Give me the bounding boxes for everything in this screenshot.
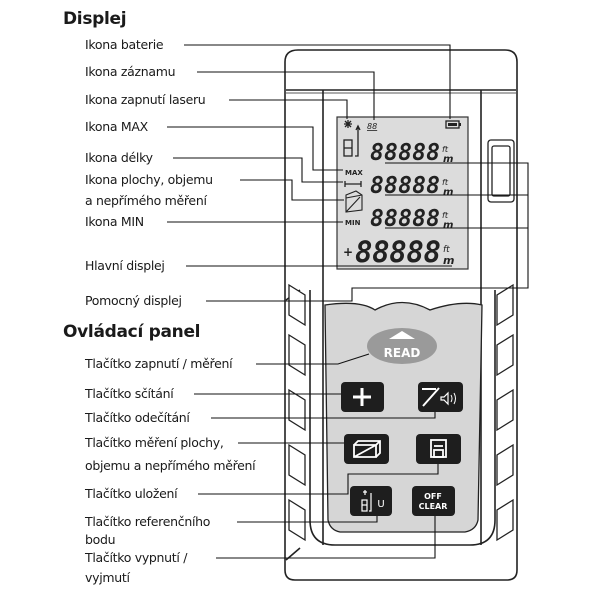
record-icon: 88 [367, 122, 377, 131]
reference-point-button[interactable]: U [350, 486, 392, 516]
max-icon: MAX [345, 169, 363, 177]
label-area-icon-line1: Ikona plochy, objemu [85, 172, 213, 187]
label-reference-button-line2: bodu [85, 532, 116, 547]
label-laser-icon: Ikona zapnutí laseru [85, 92, 206, 107]
svg-text:m: m [443, 154, 453, 165]
svg-text:ft: ft [443, 245, 450, 255]
add-button[interactable] [341, 382, 384, 412]
control-panel [324, 301, 483, 533]
svg-text:m: m [443, 220, 453, 231]
leader-lines [167, 44, 529, 559]
save-button[interactable] [416, 434, 461, 464]
label-length-icon: Ikona délky [85, 150, 153, 165]
reference-icon [361, 490, 372, 512]
display-heading: Displej [63, 9, 127, 29]
side-grips [288, 139, 515, 542]
floppy-disk-icon [430, 439, 447, 458]
label-area-button-line2: objemu a nepřímého měření [85, 458, 256, 473]
min-icon: MIN [345, 219, 361, 227]
area-volume-button[interactable] [344, 434, 389, 464]
subtract-button[interactable] [418, 382, 463, 412]
label-min-icon: Ikona MIN [85, 214, 144, 229]
svg-text:88888: 88888 [355, 235, 441, 269]
svg-text:m: m [443, 254, 454, 267]
label-add-button: Tlačítko sčítání [85, 386, 174, 401]
length-icon [344, 181, 362, 187]
svg-text:+: + [343, 245, 353, 259]
box-icon [353, 440, 381, 458]
label-power-measure-button: Tlačítko zapnutí / měření [85, 356, 233, 371]
svg-text:ft: ft [442, 145, 449, 154]
svg-text:CLEAR: CLEAR [419, 502, 448, 511]
label-max-icon: Ikona MAX [85, 119, 148, 134]
label-off-button-line2: vyjmutí [85, 570, 130, 585]
label-area-icon-line2: a nepřímého měření [85, 193, 207, 208]
area-volume-icon [345, 190, 363, 213]
main-display: + 88888 ft m [343, 235, 454, 269]
off-clear-button[interactable]: OFF CLEAR [412, 486, 455, 516]
label-aux-display: Pomocný displej [85, 293, 182, 308]
laser-icon [343, 120, 361, 157]
svg-text:ft: ft [442, 211, 449, 220]
label-subtract-button: Tlačítko odečítání [85, 410, 190, 425]
label-area-button-line1: Tlačítko měření plochy, [85, 435, 224, 450]
svg-text:m: m [443, 187, 453, 198]
label-reference-button-line1: Tlačítko referenčního [85, 514, 211, 529]
svg-text:OFF: OFF [424, 492, 442, 501]
speaker-icon [440, 391, 456, 406]
battery-icon [445, 120, 461, 129]
label-battery-icon: Ikona baterie [85, 37, 164, 52]
svg-text:U: U [377, 499, 384, 510]
aux-display-1: 88888 ft m [370, 140, 453, 166]
svg-text:88888: 88888 [370, 140, 440, 166]
read-button[interactable]: READ [367, 328, 437, 364]
label-off-button-line1: Tlačítko vypnutí / [85, 550, 188, 565]
svg-text:ft: ft [442, 178, 449, 187]
label-main-display: Hlavní displej [85, 258, 165, 273]
svg-text:READ: READ [384, 346, 421, 360]
label-save-button: Tlačítko uložení [85, 486, 178, 501]
label-record-icon: Ikona záznamu [85, 64, 176, 79]
control-panel-heading: Ovládací panel [63, 322, 201, 342]
